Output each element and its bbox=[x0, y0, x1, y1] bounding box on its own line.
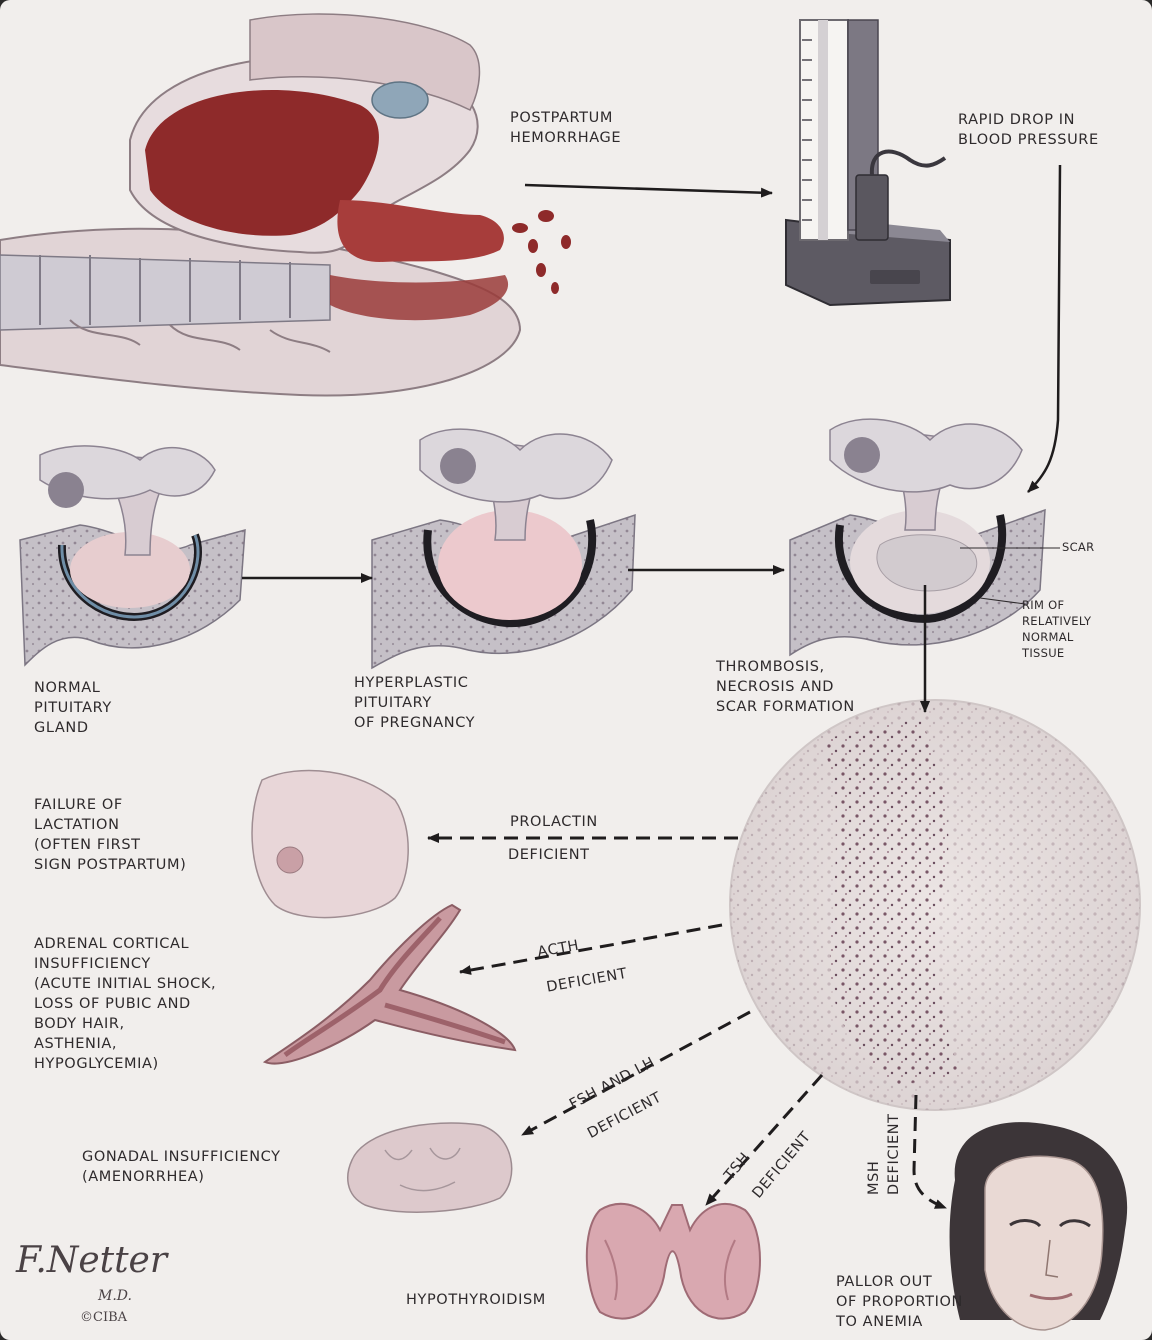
hyperplastic-pituitary-label: HYPERPLASTIC PITUITARY OF PREGNANCY bbox=[354, 673, 475, 733]
prolactin-deficient-label: DEFICIENT bbox=[508, 845, 590, 865]
adrenal-insufficiency-label: ADRENAL CORTICAL INSUFFICIENCY (ACUTE IN… bbox=[34, 934, 216, 1074]
ovary-illustration bbox=[348, 1123, 512, 1212]
gonadal-insufficiency-label: GONADAL INSUFFICIENCY (AMENORRHEA) bbox=[82, 1147, 281, 1187]
histology-circle bbox=[730, 700, 1140, 1110]
failure-lactation-label: FAILURE OF LACTATION (OFTEN FIRST SIGN P… bbox=[34, 795, 186, 875]
hyperplastic-pituitary-illustration bbox=[372, 429, 635, 668]
scar-label: SCAR bbox=[1062, 539, 1094, 555]
signature-degree: M.D. bbox=[98, 1288, 132, 1304]
thrombosis-label: THROMBOSIS, NECROSIS AND SCAR FORMATION bbox=[716, 657, 855, 717]
breast-illustration bbox=[252, 770, 408, 917]
thyroid-illustration bbox=[587, 1204, 760, 1319]
adrenal-gland-illustration bbox=[265, 905, 515, 1064]
prolactin-label: PROLACTIN bbox=[510, 812, 598, 832]
uterus-hemorrhage-illustration bbox=[0, 14, 571, 396]
artist-signature: F.Netter bbox=[16, 1240, 167, 1281]
pallor-label: PALLOR OUT OF PROPORTION TO ANEMIA bbox=[836, 1272, 963, 1332]
msh-label: MSH bbox=[864, 1161, 884, 1195]
msh-deficient-label: DEFICIENT bbox=[884, 1113, 904, 1195]
postpartum-hemorrhage-label: POSTPARTUM HEMORRHAGE bbox=[510, 108, 621, 148]
normal-pituitary-label: NORMAL PITUITARY GLAND bbox=[34, 678, 112, 738]
sphygmomanometer-illustration bbox=[786, 20, 950, 305]
rapid-drop-bp-label: RAPID DROP IN BLOOD PRESSURE bbox=[958, 110, 1099, 150]
rim-label: RIM OF RELATIVELY NORMAL TISSUE bbox=[1022, 597, 1091, 661]
hypothyroidism-label: HYPOTHYROIDISM bbox=[406, 1290, 546, 1310]
copyright-mark: ©CIBA bbox=[80, 1310, 127, 1325]
face-illustration bbox=[950, 1122, 1128, 1330]
normal-pituitary-illustration bbox=[20, 446, 245, 665]
